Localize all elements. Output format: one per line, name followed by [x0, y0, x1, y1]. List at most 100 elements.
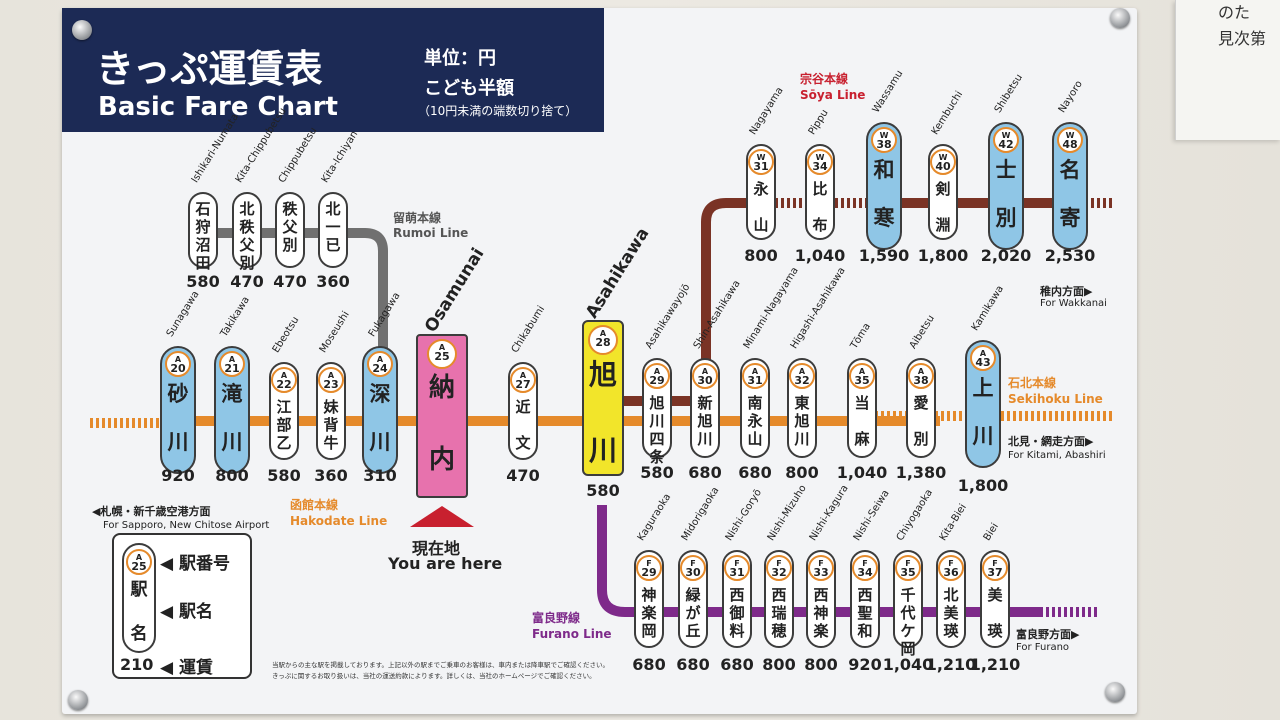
legend-number: 25 — [128, 562, 150, 571]
station-name: 江 部 乙 — [269, 398, 299, 452]
direction-kitami-ja: 北見・網走方面▶ — [1008, 433, 1093, 449]
legend-box: A 25 駅 名 210 ◀ 駅番号 ◀ 駅名 ◀ 運賃 — [112, 533, 252, 679]
station-name: 北 秩 父 別 — [232, 200, 262, 272]
you-are-here-en: You are here — [388, 554, 502, 573]
sekihoku-line-label-ja: 石北本線 — [1008, 374, 1056, 391]
station-fare: 470 — [488, 466, 558, 485]
station-number: 30 — [682, 568, 704, 577]
station-name: 深 川 — [362, 382, 398, 454]
legend-label-station-number: ◀ 駅番号 — [160, 549, 230, 574]
station-number: 20 — [167, 364, 189, 373]
station-name: 上 川 — [965, 376, 1001, 448]
station-fare: 2,530 — [1035, 246, 1105, 265]
station-name: 神 楽 岡 — [634, 586, 664, 640]
soya-line-label-ja: 宗谷本線 — [800, 70, 848, 87]
station-number: 40 — [932, 162, 954, 171]
direction-sapporo-ja: ◀札幌・新千歳空港方面 — [92, 503, 210, 519]
station-number: 29 — [638, 568, 660, 577]
station-number: 33 — [810, 568, 832, 577]
station-number-badge: A28 — [588, 325, 618, 355]
station-fare: 1,210 — [960, 655, 1030, 674]
soya-line-label-en: Sōya Line — [800, 88, 865, 102]
station-fare: 1,800 — [908, 246, 978, 265]
legend-fare: 210 — [120, 655, 153, 674]
station-name: 緑 が 丘 — [678, 586, 708, 640]
direction-kitami-en: For Kitami, Abashiri — [1008, 450, 1106, 461]
you-are-here-arrow — [410, 506, 474, 527]
station-number-badge: F32 — [766, 555, 792, 581]
station-fare: 580 — [568, 481, 638, 500]
station-name: 剣 淵 — [928, 180, 958, 234]
station-number: 31 — [744, 376, 766, 385]
station-name: 名 寄 — [1052, 158, 1088, 230]
station-name: 砂 川 — [160, 382, 196, 454]
station-name: 西 聖 和 — [850, 586, 880, 640]
direction-furano-ja: 富良野方面▶ — [1016, 626, 1079, 642]
direction-furano-en: For Furano — [1016, 642, 1069, 653]
station-number: 37 — [984, 568, 1006, 577]
station-name: 千 代 ケ 岡 — [893, 586, 923, 658]
furano-line-label-ja: 富良野線 — [532, 609, 580, 626]
station-number: 35 — [897, 568, 919, 577]
station-number-badge: F35 — [895, 555, 921, 581]
station-number: 21 — [221, 364, 243, 373]
station-fare: 360 — [298, 272, 368, 291]
legend-label-station-name: ◀ 駅名 — [160, 597, 213, 622]
station-number-badge: W40 — [930, 149, 956, 175]
station-fare: 1,800 — [948, 476, 1018, 495]
station-number: 24 — [369, 364, 391, 373]
direction-wakkanai-en: For Wakkanai — [1040, 298, 1107, 309]
station-number: 29 — [646, 376, 668, 385]
station-number-badge: A27 — [510, 367, 536, 393]
station-name: 妹 背 牛 — [316, 398, 346, 452]
station-name: 滝 川 — [214, 382, 250, 454]
station-number: 38 — [873, 140, 895, 149]
station-name: 旭 川 — [582, 356, 624, 470]
station-number: 31 — [750, 162, 772, 171]
station-number-badge: F31 — [724, 555, 750, 581]
hakodate-line-label-ja: 函館本線 — [290, 496, 338, 513]
station-fare: 310 — [345, 466, 415, 485]
station-name: 愛 別 — [906, 394, 936, 448]
station-number: 36 — [940, 568, 962, 577]
station-name: 美 瑛 — [980, 586, 1010, 640]
station-number: 34 — [854, 568, 876, 577]
station-name: 西 御 料 — [722, 586, 752, 640]
station-number: 25 — [429, 352, 455, 361]
rumoi-line-label-en: Rumoi Line — [393, 226, 468, 240]
station-number-badge: A20 — [165, 351, 191, 377]
station-name: 北 一 已 — [318, 200, 348, 254]
station-number-badge: A30 — [692, 363, 718, 389]
station-number: 28 — [590, 338, 616, 347]
direction-sapporo-en: For Sapporo, New Chitose Airport — [103, 520, 269, 531]
station-number-badge: A25 — [427, 339, 457, 369]
station-number-badge: F29 — [636, 555, 662, 581]
legend-kanji: 駅 名 — [128, 579, 150, 645]
rumoi-line-label-ja: 留萌本線 — [393, 209, 441, 226]
station-name: 士 別 — [988, 158, 1024, 230]
station-number: 43 — [972, 358, 994, 367]
station-name: 石 狩 沼 田 — [188, 200, 218, 272]
station-name: 南 永 山 — [740, 394, 770, 448]
station-number: 34 — [809, 162, 831, 171]
furano-line-label-en: Furano Line — [532, 627, 612, 641]
station-name: 近 文 — [508, 398, 538, 452]
station-name: 新 旭 川 — [690, 394, 720, 448]
station-name: 秩 父 別 — [275, 200, 305, 254]
station-number-badge: A31 — [742, 363, 768, 389]
station-fare: 1,380 — [886, 463, 956, 482]
station-number: 38 — [910, 376, 932, 385]
station-name: 和 寒 — [866, 158, 902, 230]
station-number-badge: A23 — [318, 367, 344, 393]
